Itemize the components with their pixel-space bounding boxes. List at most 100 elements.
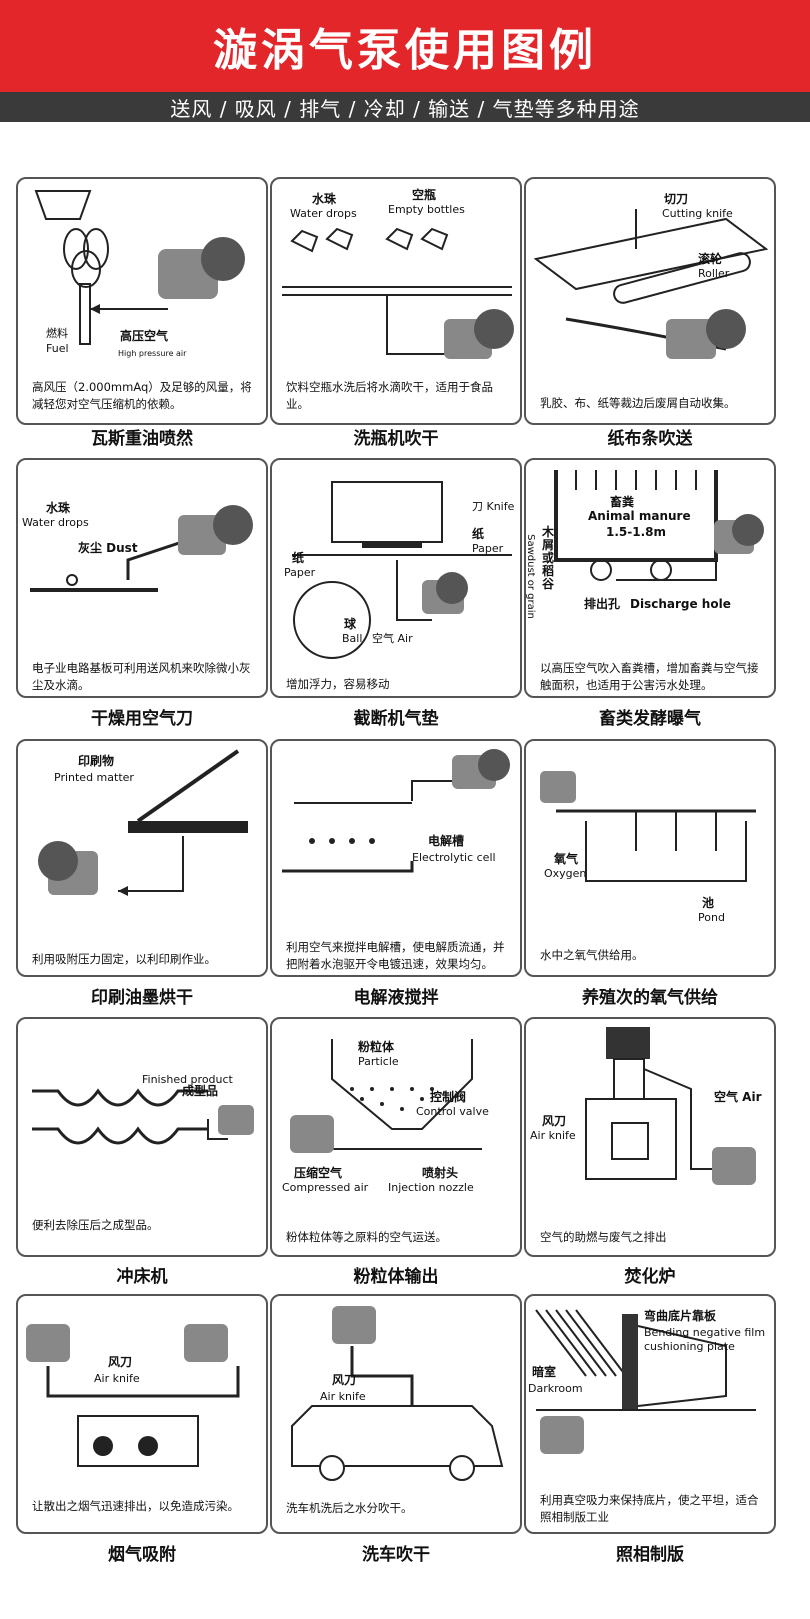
label-water-drops-en: Water drops	[290, 207, 357, 220]
label-injection-nozzle-cn: 喷射头	[422, 1166, 459, 1180]
caption-strip-conveying: 纸布条吹送	[607, 429, 693, 449]
card-description: 粉体粒体等之原料的空气运送。	[286, 1230, 447, 1244]
label-darkroom-en: Darkroom	[528, 1382, 583, 1395]
page-title: 漩涡气泵使用图例	[213, 25, 597, 76]
label-fuel-cn: 燃料	[46, 327, 68, 340]
card-description: 利用空气来搅拌电解槽，使电解质流通，并把附着水泡驱开令电镀迅速，效果均匀。	[286, 940, 505, 971]
label-sawdust-en: Sawdust or grain	[524, 534, 536, 619]
card-description: 利用真空吸力来保持底片，使之平坦，适合照相制版工业	[540, 1493, 759, 1524]
card-incinerator: 风刀 Air knife 空气 Air 空气的助燃与废气之排出	[524, 1017, 776, 1257]
aquaculture-oxygen-illustration	[540, 771, 756, 882]
card-description: 让散出之烟气迅速排出，以免造成污染。	[32, 1499, 239, 1513]
caption-incinerator: 焚化炉	[624, 1267, 676, 1287]
card-description: 增加浮力，容易移动	[286, 677, 390, 691]
card-punch-press: Finished product 成型品 便利去除压后之成型品。	[16, 1017, 268, 1257]
caption-aquaculture-oxygen: 养殖次的氧气供给	[582, 988, 718, 1008]
label-discharge-hole-cn: 排出孔	[584, 597, 621, 611]
label-water-drops-cn: 水珠	[46, 501, 71, 515]
card-strip-conveying: 切刀 Cutting knife 滚轮 Roller 乳胶、布、纸等裁边后废屑自…	[524, 177, 776, 425]
burner-illustration	[34, 190, 245, 345]
label-high-pressure-en: High pressure air	[118, 349, 187, 358]
label-finished-product-en: Finished product	[142, 1073, 233, 1086]
label-air-knife-cn: 风刀	[542, 1114, 567, 1128]
card-description: 便利去除压后之成型品。	[32, 1218, 159, 1232]
label-air: 空气 Air	[372, 632, 413, 645]
card-description: 洗车机洗后之水分吹干。	[286, 1501, 413, 1515]
card-description: 以高压空气吹入畜粪槽，增加畜粪与空气接触面积，也适用于公害污水处理。	[540, 661, 759, 692]
caption-electrolyte-stirring: 电解液搅拌	[353, 988, 439, 1008]
subtitle-bar: 送风 / 吸风 / 排气 / 冷却 / 输送 / 气垫等多种用途	[0, 92, 810, 122]
card-description: 水中之氧气供给用。	[540, 948, 644, 962]
incinerator-illustration	[585, 1027, 756, 1185]
card-powder-conveying: 粉粒体 Particle 控制阀 Control valve 压缩空气 Comp…	[270, 1017, 522, 1257]
card-description: 空气的助燃与废气之排出	[540, 1230, 667, 1244]
label-animal-manure-cn: 畜粪	[610, 495, 635, 509]
caption-ink-drying: 印刷油墨烘干	[91, 988, 193, 1008]
label-fuel-en: Fuel	[46, 342, 69, 355]
photo-platemaking-illustration	[535, 1309, 756, 1454]
caption-air-knife-drying: 干燥用空气刀	[91, 709, 193, 729]
bottle-washer-illustration	[282, 227, 514, 359]
caption-cutter-air-cushion: 截断机气垫	[353, 709, 439, 729]
strip-conveying-illustration	[533, 209, 769, 359]
label-empty-bottles-en: Empty bottles	[388, 203, 465, 216]
label-compressed-air-en: Compressed air	[282, 1181, 369, 1194]
card-car-wash-drying: 风刀 Air knife 洗车机洗后之水分吹干。	[270, 1294, 522, 1534]
label-air-knife-en: Air knife	[94, 1372, 140, 1385]
caption-photo-platemaking: 照相制版	[616, 1545, 684, 1565]
car-wash-illustration	[291, 1306, 504, 1481]
label-dust: 灰尘 Dust	[78, 541, 138, 555]
label-cutting-knife-cn: 切刀	[664, 192, 689, 206]
label-pond-en: Pond	[698, 911, 725, 924]
label-animal-manure-en: Animal manure	[588, 509, 691, 523]
card-air-knife-drying: 水珠 Water drops 灰尘 Dust 电子业电路基板可利用送风机来吹除微…	[16, 458, 268, 698]
label-ball-cn: 球	[344, 617, 357, 631]
label-compressed-air-cn: 压缩空气	[294, 1166, 343, 1180]
label-air-knife-cn: 风刀	[108, 1355, 133, 1369]
label-injection-nozzle-en: Injection nozzle	[388, 1181, 474, 1194]
card-aquaculture-oxygen: 氧气 Oxygen 池 Pond 水中之氧气供给用。	[524, 739, 776, 977]
card-fume-extraction: 风刀 Air knife 让散出之烟气迅速排出，以免造成污染。	[16, 1294, 268, 1534]
card-cutter-air-cushion: 刀 Knife 纸 Paper 纸 Paper 球 Ball 空气 Air 增加…	[270, 458, 522, 698]
label-darkroom-cn: 暗室	[532, 1365, 557, 1379]
label-depth: 1.5-1.8m	[606, 525, 666, 539]
label-air-knife-cn: 风刀	[332, 1373, 357, 1387]
label-air-knife-en: Air knife	[530, 1129, 576, 1142]
ink-drying-illustration	[38, 749, 248, 896]
caption-manure-aeration: 畜类发酵曝气	[599, 709, 701, 729]
label-paper-en: Paper	[472, 542, 504, 555]
label-knife: 刀 Knife	[472, 500, 515, 513]
caption-car-wash-drying: 洗车吹干	[362, 1545, 430, 1565]
label-oxygen-en: Oxygen	[544, 867, 587, 880]
manure-aeration-illustration	[554, 470, 764, 581]
caption-fume-extraction: 烟气吸附	[108, 1545, 176, 1565]
label-paper-cn: 纸	[472, 527, 485, 541]
card-electrolyte-stirring: 电解槽 Electrolytic cell 利用空气来搅拌电解槽，使电解质流通，…	[270, 739, 522, 977]
powder-conveying-illustration	[290, 1039, 482, 1153]
label-air-knife-en: Air knife	[320, 1390, 366, 1403]
electrolyte-stirring-illustration	[282, 749, 510, 873]
card-photo-platemaking: 弯曲底片靠板 Bending negative film cushioning …	[524, 1294, 776, 1534]
card-description: 乳胶、布、纸等裁边后废屑自动收集。	[540, 396, 736, 410]
page-title-banner: 漩涡气泵使用图例	[0, 0, 810, 92]
label-empty-bottles-cn: 空瓶	[412, 188, 437, 202]
label-paper-inset-cn: 纸	[292, 551, 305, 565]
fume-extraction-illustration	[26, 1324, 240, 1467]
caption-punch-press: 冲床机	[116, 1267, 168, 1287]
label-pond-cn: 池	[702, 896, 715, 910]
label-ball-en: Ball	[342, 632, 363, 645]
page-subtitle: 送风 / 吸风 / 排气 / 冷却 / 输送 / 气垫等多种用途	[170, 96, 640, 121]
card-description: 高风压（2.000mmAq）及足够的风量，将减轻您对空气压缩机的依赖。	[32, 380, 252, 411]
label-control-valve-cn: 控制阀	[430, 1090, 467, 1104]
caption-powder-conveying: 粉粒体输出	[353, 1267, 439, 1287]
label-discharge-hole-en: Discharge hole	[630, 597, 731, 611]
label-particle-en: Particle	[358, 1055, 399, 1068]
label-paper-inset-en: Paper	[284, 566, 316, 579]
label-roller-en: Roller	[698, 267, 730, 280]
card-gas-oil-burner: 燃料 Fuel 高压空气 High pressure air 高风压（2.000…	[16, 177, 268, 425]
card-description: 饮料空瓶水洗后将水滴吹干，适用于食品业。	[286, 380, 493, 411]
card-bottle-washer: 水珠 Water drops 空瓶 Empty bottles 饮料空瓶水洗后将…	[270, 177, 522, 425]
label-roller-cn: 滚轮	[698, 252, 723, 266]
card-ink-drying: 印刷物 Printed matter 利用吸附压力固定，以利印刷作业。	[16, 739, 268, 977]
label-particle-cn: 粉粒体	[358, 1040, 395, 1054]
